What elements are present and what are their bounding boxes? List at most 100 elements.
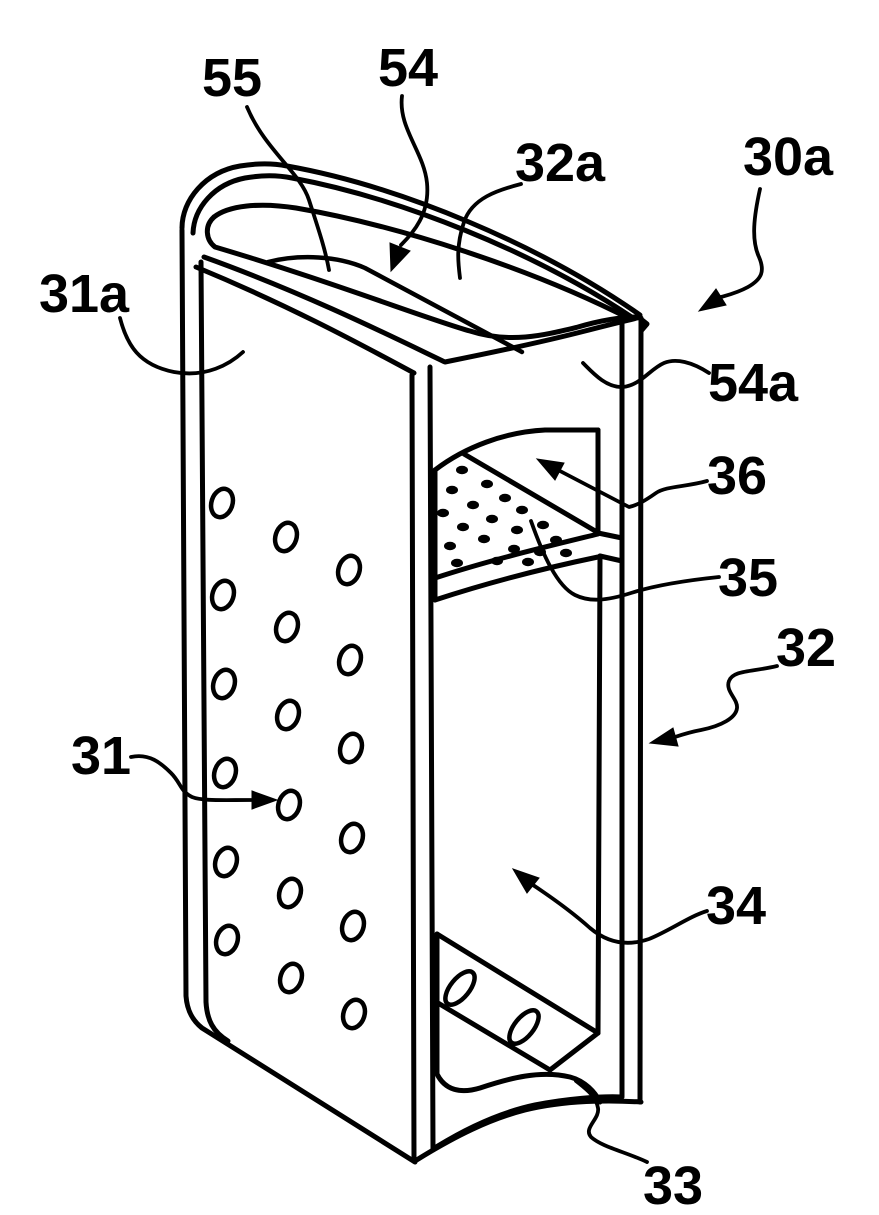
front-hole bbox=[336, 643, 364, 677]
label-32a: 32a bbox=[515, 133, 606, 193]
front-hole bbox=[210, 667, 238, 701]
leader-36 bbox=[558, 469, 709, 509]
stipple-dot bbox=[456, 465, 468, 475]
front-hole bbox=[275, 788, 303, 822]
label-55: 55 bbox=[202, 48, 262, 108]
leader-30a bbox=[719, 187, 764, 299]
stipple-dot bbox=[467, 500, 479, 510]
front-hole bbox=[335, 553, 363, 587]
inner-wall-slot-bottom bbox=[597, 553, 625, 564]
label-30a: 30a bbox=[743, 127, 834, 187]
front-hole bbox=[277, 961, 305, 995]
stipple-dot bbox=[511, 525, 523, 535]
stipple-dot bbox=[481, 479, 493, 489]
stipple-dot bbox=[478, 534, 490, 544]
opening-inner-ledge-line bbox=[265, 254, 525, 355]
label-31: 31 bbox=[71, 726, 131, 786]
floor-slot-hole bbox=[443, 969, 477, 1007]
left-inner-edge bbox=[198, 259, 231, 1044]
rim-opening-far-edge bbox=[211, 202, 633, 322]
arrowheads bbox=[251, 242, 727, 894]
leader-34 bbox=[531, 883, 709, 945]
chamber-top-curve bbox=[432, 427, 601, 473]
rim-near-outer-edge bbox=[193, 264, 417, 376]
stipple-dot bbox=[457, 522, 469, 532]
bottom-structure bbox=[412, 931, 644, 1164]
front-hole bbox=[337, 731, 365, 765]
floor-band-top bbox=[434, 931, 601, 1036]
label-54: 54 bbox=[378, 38, 438, 98]
front-hole bbox=[340, 997, 368, 1031]
arrowhead-34 bbox=[511, 868, 540, 894]
stipple-dot bbox=[516, 505, 528, 515]
top-rim bbox=[179, 161, 650, 376]
floor-slot-hole bbox=[507, 1008, 541, 1046]
leader-54a bbox=[581, 359, 711, 389]
stipple-dot bbox=[446, 485, 458, 495]
leader-54 bbox=[399, 94, 430, 247]
leader-33 bbox=[574, 1079, 649, 1164]
bottom-cut-outer-curve bbox=[412, 1098, 644, 1164]
leader-32a bbox=[456, 182, 523, 280]
arrowhead-31 bbox=[251, 790, 279, 810]
label-32: 32 bbox=[776, 618, 836, 678]
label-36: 36 bbox=[707, 446, 767, 506]
inner-wall-lower bbox=[595, 553, 603, 1036]
leader-35 bbox=[529, 519, 721, 602]
stipple-dot bbox=[486, 514, 498, 524]
label-54a: 54a bbox=[708, 353, 799, 413]
front-hole bbox=[339, 909, 367, 943]
label-34: 34 bbox=[706, 876, 766, 936]
label-31a: 31a bbox=[39, 264, 130, 324]
floor-slot-holes bbox=[443, 969, 541, 1046]
front-hole bbox=[338, 821, 366, 855]
arrowhead-54 bbox=[389, 242, 411, 273]
stipple-dot bbox=[537, 520, 549, 530]
rim-lip-edge bbox=[190, 173, 636, 321]
body-edges bbox=[179, 227, 644, 1165]
stipple-dot bbox=[499, 493, 511, 503]
cavity-left-inner-wall bbox=[434, 931, 603, 1105]
stipple-dot bbox=[508, 544, 520, 554]
stipple-dot bbox=[444, 541, 456, 551]
stipple-dot bbox=[522, 557, 534, 567]
leader-lines bbox=[118, 94, 779, 1164]
floor-band-end bbox=[547, 1030, 601, 1073]
filter-top-diagonal bbox=[461, 451, 600, 535]
label-35: 35 bbox=[718, 548, 778, 608]
front-hole bbox=[208, 486, 236, 520]
chamber-bottom-curve-b bbox=[432, 554, 601, 603]
rim-near-mid-edge bbox=[201, 254, 640, 365]
stipple-dot bbox=[491, 556, 503, 566]
front-hole bbox=[272, 520, 300, 554]
front-hole bbox=[209, 578, 237, 612]
stipple-dot bbox=[550, 535, 562, 545]
leader-31 bbox=[129, 754, 253, 803]
front-face-holes bbox=[208, 486, 368, 1031]
reference-labels: 55 54 32a 30a 31a 54a 36 35 32 31 34 33 bbox=[39, 38, 836, 1215]
front-right-corner-edge bbox=[427, 364, 436, 1153]
front-hole bbox=[273, 610, 301, 644]
stipple-dot bbox=[451, 558, 463, 568]
chamber-bottom-curve-a bbox=[432, 531, 601, 581]
left-outer-edge bbox=[179, 227, 418, 1165]
leader-55 bbox=[245, 105, 331, 272]
outer-wall-outer-line bbox=[637, 315, 644, 1105]
rim-opening-near-edge bbox=[204, 214, 641, 341]
filter-chamber bbox=[432, 427, 625, 1036]
stipple-dot bbox=[437, 508, 449, 518]
arrowhead-32 bbox=[648, 727, 679, 747]
arrowhead-30a bbox=[697, 288, 727, 312]
inner-wall-slot-top bbox=[595, 530, 625, 541]
front-hole bbox=[213, 923, 241, 957]
front-hole bbox=[212, 845, 240, 879]
floor-band-bottom bbox=[435, 1000, 553, 1073]
stipple-dot bbox=[560, 548, 572, 558]
front-hole bbox=[276, 876, 304, 910]
filter-stipple bbox=[437, 465, 572, 568]
arrowhead-36 bbox=[535, 458, 565, 481]
label-33: 33 bbox=[643, 1156, 703, 1215]
leader-31a bbox=[118, 316, 245, 376]
